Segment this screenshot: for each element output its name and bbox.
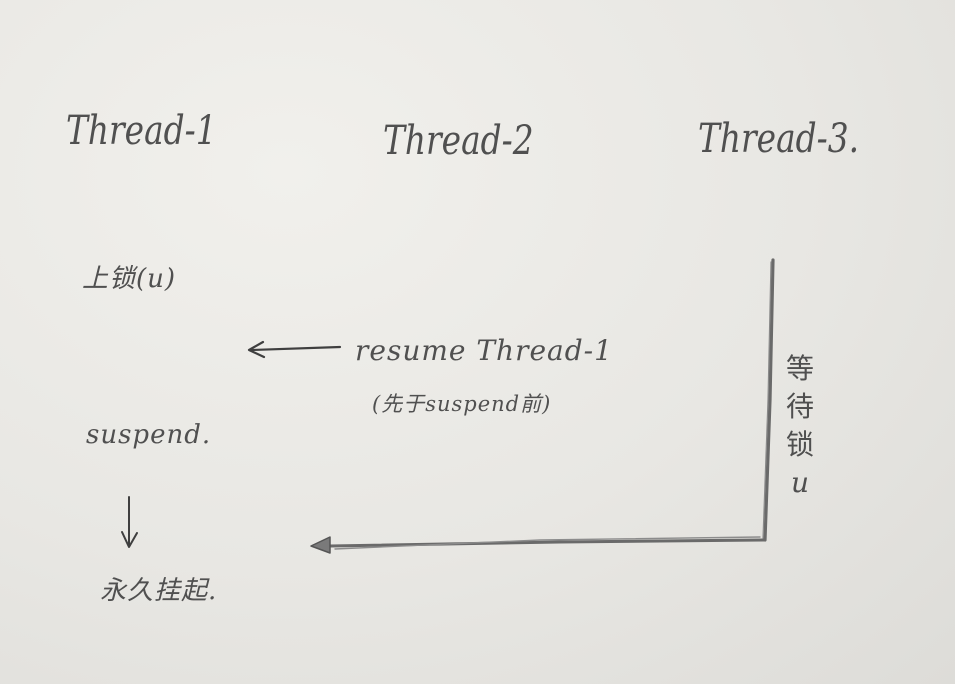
wait-char-3: 锁 bbox=[785, 428, 814, 461]
resume-action-label: resume Thread-1 bbox=[355, 334, 613, 367]
suspend-step-label: suspend. bbox=[86, 420, 212, 450]
thread3-wait-path bbox=[310, 258, 775, 554]
suspended-forever-label: 永久挂起. bbox=[100, 576, 218, 606]
thread-3-wait-label: 等 待 锁 u bbox=[780, 350, 820, 502]
thread-1-header: Thread-1 bbox=[66, 108, 217, 154]
thread-3-header: Thread-3. bbox=[698, 116, 860, 162]
resume-arrow bbox=[247, 340, 342, 359]
wait-char-1: 等 bbox=[785, 352, 814, 385]
resume-note-label: (先于suspend前) bbox=[372, 392, 552, 416]
lock-step-label: 上锁(u) bbox=[82, 264, 177, 294]
wait-char-2: 待 bbox=[785, 390, 814, 423]
suspend-down-arrow bbox=[121, 496, 138, 548]
thread-2-header: Thread-2 bbox=[383, 118, 534, 164]
wait-char-4: u bbox=[790, 466, 810, 499]
